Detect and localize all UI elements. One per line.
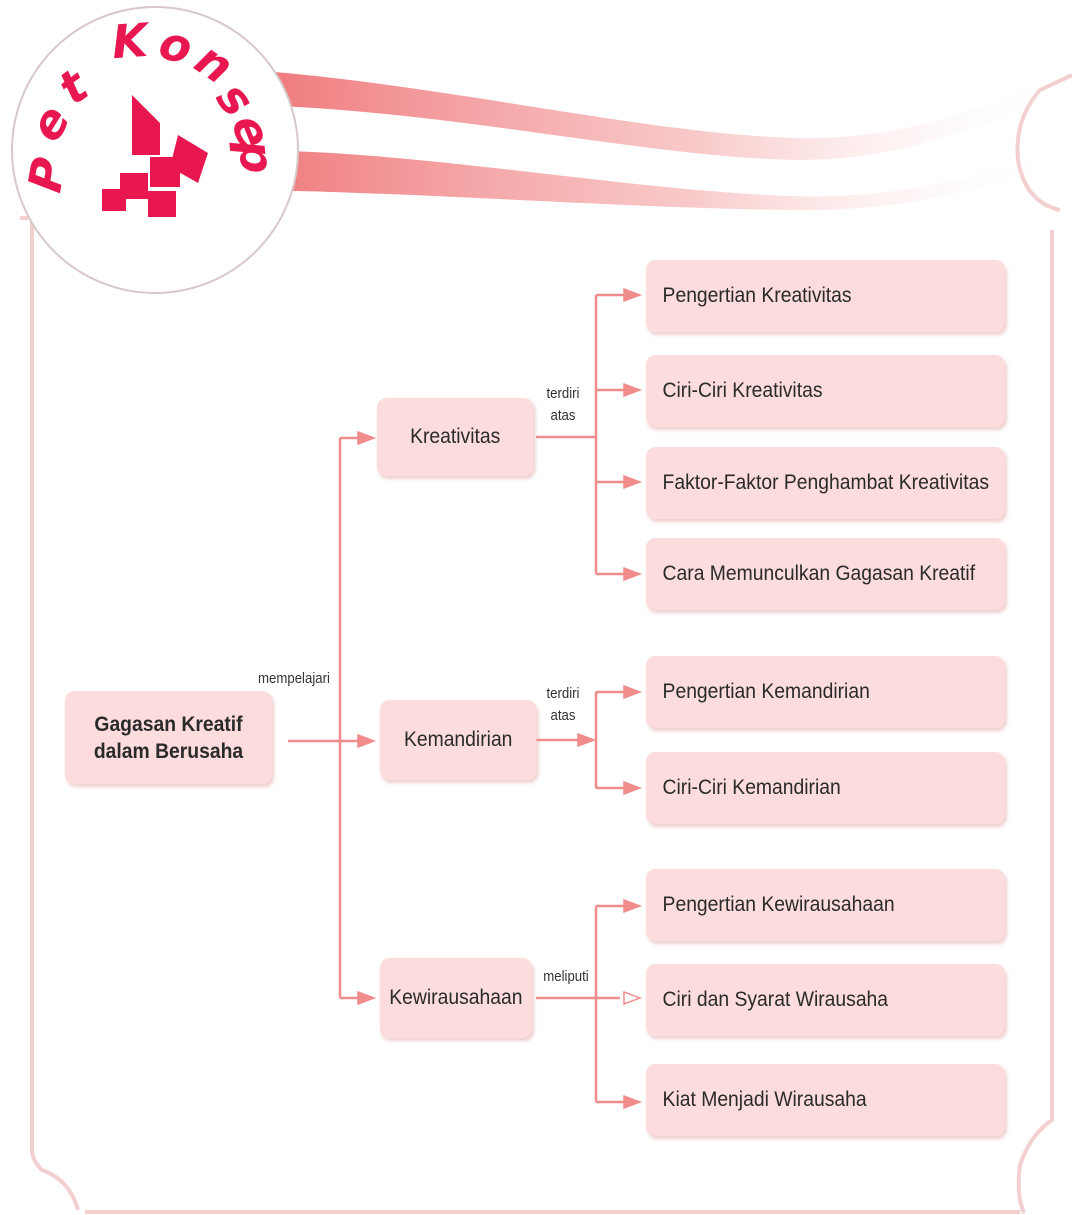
connector-arrowhead [623, 566, 643, 582]
topic-node-kewirausahaan: Kewirausahaan [380, 958, 532, 1038]
root-node: Gagasan Kreatif dalam Berusaha [65, 691, 272, 784]
banner-ribbon-bottom [240, 150, 1065, 211]
root-line-1: Gagasan Kreatif [94, 712, 243, 736]
link-label-kewirausahaan: meliputi [538, 966, 594, 988]
link-label-kemandirian: terdiri atas [541, 683, 585, 727]
stacked-blocks-logo-icon [102, 95, 208, 217]
connector-arrowhead [623, 898, 643, 914]
connector-arrowhead [357, 430, 377, 446]
connector-arrowhead [357, 733, 377, 749]
subtopic-node: Pengertian Kewirausahaan [646, 869, 1005, 941]
subtopic-node: Cara Memunculkan Gagasan Kreatif [646, 538, 1005, 610]
subtopic-node: Ciri-Ciri Kemandirian [646, 752, 1005, 824]
banner-ribbon-top [250, 70, 1070, 160]
subtopic-node: Pengertian Kreativitas [646, 260, 1005, 332]
connector-arrowhead [623, 287, 643, 303]
link-label-line: meliputi [543, 968, 589, 985]
connector-arrowhead [623, 474, 643, 490]
topic-node-kemandirian: Kemandirian [380, 700, 537, 780]
link-label-line: terdiri [546, 385, 580, 402]
connector-arrowhead [623, 1094, 643, 1110]
subtopic-node: Ciri dan Syarat Wirausaha [646, 964, 1005, 1036]
root-line-2: dalam Berusaha [93, 739, 244, 763]
link-label-kreativitas: terdiri atas [541, 383, 585, 427]
connector-arrowhead [623, 684, 643, 700]
link-label-line: terdiri [546, 685, 580, 702]
topic-label: Kemandirian [403, 728, 513, 751]
topic-node-kreativitas: Kreativitas [377, 398, 534, 476]
connector-arrowhead [623, 780, 643, 796]
connector-arrowhead [623, 990, 643, 1006]
topic-label: Kewirausahaan [389, 986, 523, 1009]
subtopic-node: Ciri-Ciri Kreativitas [646, 355, 1005, 427]
subtopic-node: Kiat Menjadi Wirausaha [646, 1064, 1005, 1136]
link-label-line: atas [550, 407, 576, 424]
link-label-mempelajari: mempelajari [258, 670, 330, 687]
connector-arrowhead [357, 990, 377, 1006]
peta-konsep-badge [11, 6, 299, 294]
topic-label: Kreativitas [410, 425, 501, 448]
page-border [20, 73, 1072, 1214]
link-label-line: atas [550, 707, 576, 724]
connector-arrowhead [623, 382, 643, 398]
subtopic-node: Pengertian Kemandirian [646, 656, 1005, 728]
subtopic-node: Faktor-Faktor Penghambat Kreativitas [646, 447, 1005, 519]
connector-arrowhead [577, 732, 597, 748]
